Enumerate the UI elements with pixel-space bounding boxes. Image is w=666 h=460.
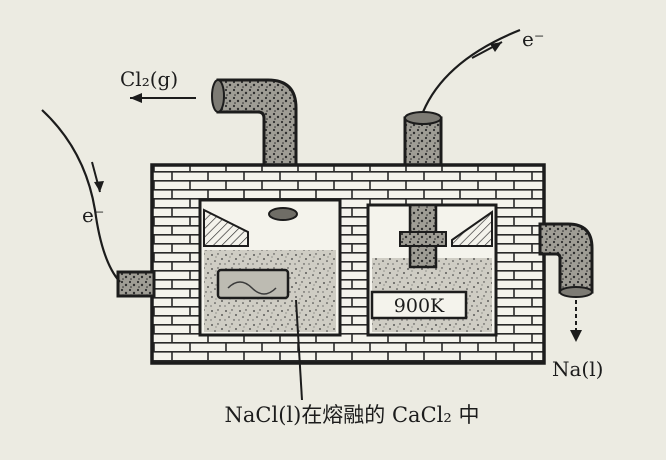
anode-top <box>268 207 298 221</box>
sodium-arrow <box>570 300 582 342</box>
anode-block <box>216 268 290 300</box>
electron-arrow-top <box>471 41 503 59</box>
left-wire <box>41 109 121 283</box>
top-electrode-stub <box>403 111 443 170</box>
sodium-liquid-label: Na(l) <box>552 357 603 381</box>
chlorine-arrow <box>130 93 196 103</box>
caption-label: NaCl(l)在熔融的 CaCl₂ 中 <box>225 403 480 427</box>
electron-arrow-left <box>91 161 104 193</box>
anode-chamber <box>198 198 342 337</box>
temperature-label: 900K <box>394 295 445 317</box>
sodium-outlet-pipe <box>538 222 594 298</box>
temperature-box <box>370 290 468 320</box>
caption-leader-line <box>295 299 303 401</box>
top-wire <box>421 28 521 113</box>
electron-label-left: e⁻ <box>82 203 104 227</box>
chlorine-outlet-pipe <box>211 78 298 170</box>
left-electrode-connector <box>116 270 156 298</box>
electron-label-top: e⁻ <box>522 27 544 51</box>
chlorine-gas-label: Cl₂(g) <box>120 67 178 91</box>
